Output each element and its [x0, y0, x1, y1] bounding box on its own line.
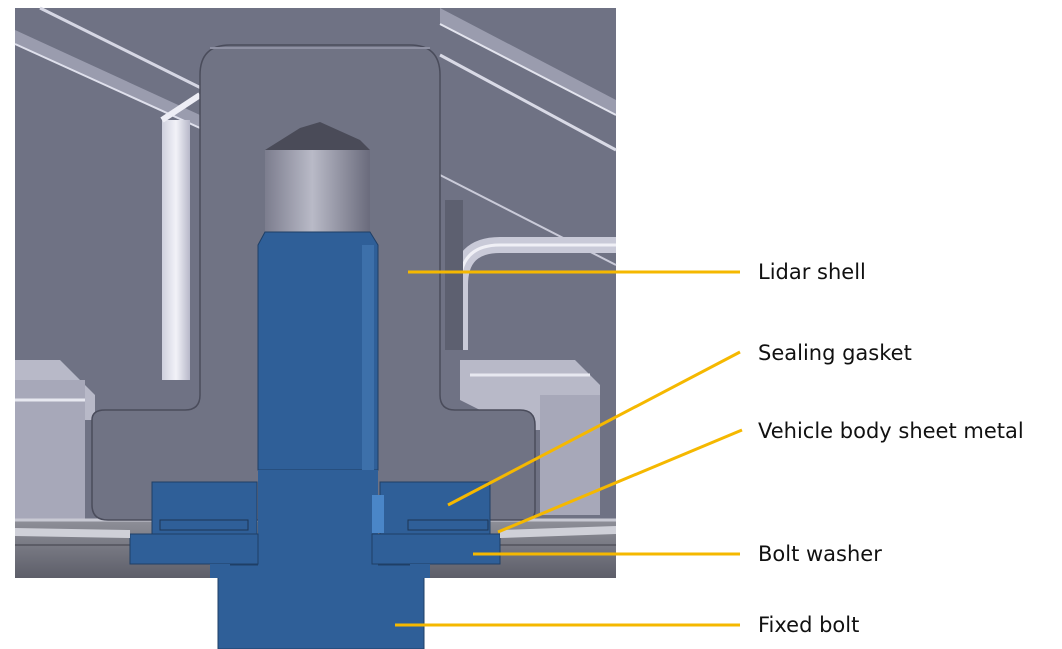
label-vehicle-body-sheet-metal: Vehicle body sheet metal	[758, 419, 1024, 443]
leader-line-sealing-gasket	[447, 350, 741, 507]
sealing-gasket-part	[151, 481, 491, 535]
fixed-bolt-part	[217, 122, 425, 649]
vehicle-body-sheet-metal-part	[15, 526, 616, 538]
label-sealing-gasket: Sealing gasket	[758, 341, 912, 365]
leader-lines	[395, 270, 743, 627]
label-lidar-shell: Lidar shell	[758, 260, 866, 284]
label-bolt-washer: Bolt washer	[758, 542, 882, 566]
bolt-washer-part	[129, 533, 501, 578]
label-fixed-bolt: Fixed bolt	[758, 613, 860, 637]
leader-line-vehicle-body-sheet-metal	[497, 428, 743, 534]
